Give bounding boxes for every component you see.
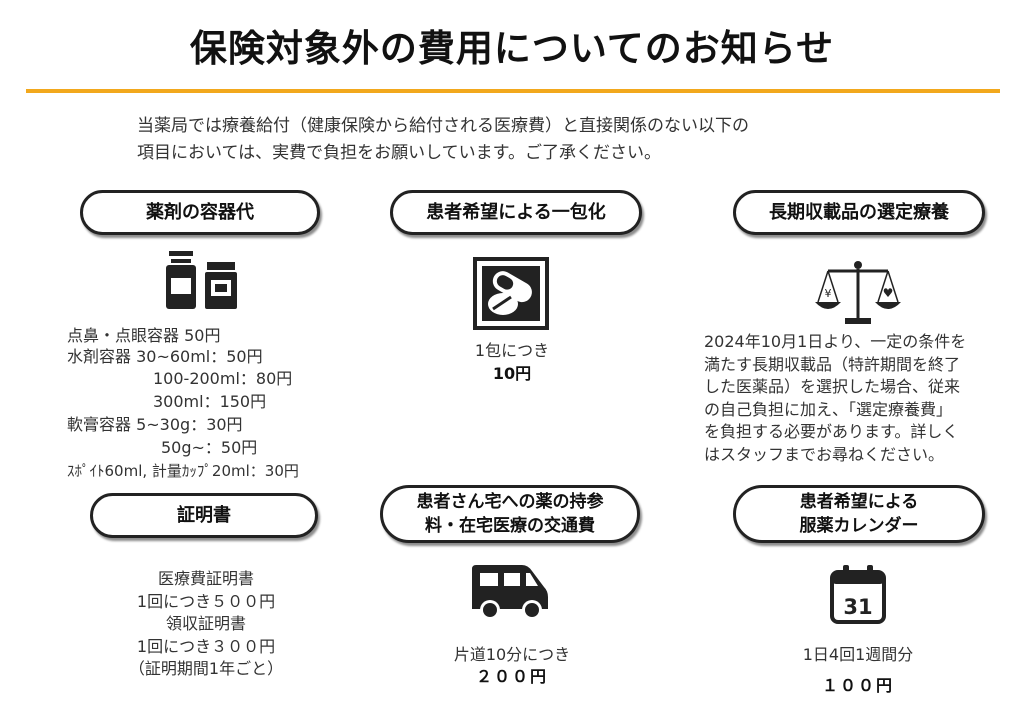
long-term-line-6: はスタッフまでお尋ねください。 — [704, 444, 945, 464]
calendar-price: １００円 — [821, 676, 894, 695]
packaging-heading: 患者希望による一包化 — [390, 190, 642, 235]
certificate-text: 医療費証明書 1回につき５００円 領収証明書 1回につき３００円 （証明期間1年… — [100, 568, 312, 681]
scale-yen-mark: ¥ — [825, 287, 832, 300]
calendar-text: 1日4回1週間分 — [802, 645, 914, 664]
long-term-line-3: した医薬品）を選択した場合、従来 — [704, 377, 961, 396]
intro-line-1: 当薬局では療養給付（健康保険から給付される医療費）と直接関係のない以下の — [137, 116, 749, 136]
certificate-heading: 証明書 — [90, 493, 318, 538]
certificate-line-1: 医療費証明書 — [157, 569, 254, 588]
delivery-heading: 患者さん宅への薬の持参 料・在宅医療の交通費 — [380, 485, 640, 543]
title-divider — [26, 89, 1000, 93]
container-line-4: 300ml：150円 — [153, 392, 267, 411]
packaging-price: 10円 — [492, 364, 532, 383]
delivery-text: 片道10分につき — [453, 645, 571, 664]
pill-capsule-icon — [473, 257, 549, 330]
container-line-5: 軟膏容器 5~30g：30円 — [67, 415, 243, 434]
container-line-7: ｽﾎﾟｲﾄ60ml, 計量ｶｯﾌﾟ20ml：30円 — [67, 462, 299, 480]
intro-line-2: 項目においては、実費で負担をお願いしています。ご了承ください。 — [137, 143, 661, 163]
container-heading: 薬剤の容器代 — [80, 190, 320, 235]
calendar-day-number: 31 — [843, 595, 872, 619]
container-line-3: 100-200ml：80円 — [153, 369, 293, 388]
long-term-heading: 長期収載品の選定療養 — [733, 190, 985, 235]
certificate-line-3: 領収証明書 — [165, 614, 246, 633]
balance-scale-icon: ¥ ♥ — [815, 261, 901, 324]
container-line-2: 水剤容器 30~60ml：50円 — [67, 347, 263, 366]
calendar-heading-line-2: 服薬カレンダー — [799, 516, 919, 536]
delivery-heading-line-2: 料・在宅医療の交通費 — [425, 516, 595, 536]
delivery-van-icon — [472, 565, 548, 620]
long-term-line-5: を負担する必要があります。詳しく — [704, 422, 959, 441]
long-term-line-2: 満たす長期収載品（特許期間を終了 — [704, 354, 961, 374]
delivery-price: ２００円 — [475, 667, 548, 686]
scale-heart-mark: ♥ — [883, 286, 894, 300]
container-line-6: 50g~：50円 — [161, 438, 258, 457]
calendar-heading-line-1: 患者希望による — [799, 492, 919, 512]
certificate-line-5: （証明期間1年ごと） — [128, 659, 284, 678]
certificate-line-4: 1回につき３００円 — [136, 636, 276, 656]
certificate-line-2: 1回につき５００円 — [136, 591, 276, 611]
long-term-text: 2024年10月1日より、一定の条件を 満たす長期収載品（特許期間を終了 した医… — [704, 331, 1014, 466]
medicine-bottles-icon — [166, 251, 237, 309]
delivery-heading-line-1: 患者さん宅への薬の持参 — [416, 492, 604, 512]
calendar-icon: 31 — [830, 565, 886, 624]
packaging-text: 1包につき — [474, 341, 550, 360]
page-title: 保険対象外の費用についてのお知らせ — [189, 27, 835, 70]
intro-text: 当薬局では療養給付（健康保険から給付される医療費）と直接関係のない以下の 項目に… — [137, 113, 917, 167]
long-term-line-1: 2024年10月1日より、一定の条件を — [704, 332, 967, 351]
container-line-1: 点鼻・点眼容器 50円 — [67, 326, 221, 345]
long-term-line-4: の自己負担に加え、「選定療養費」 — [704, 399, 953, 419]
calendar-heading: 患者希望による 服薬カレンダー — [733, 485, 985, 543]
